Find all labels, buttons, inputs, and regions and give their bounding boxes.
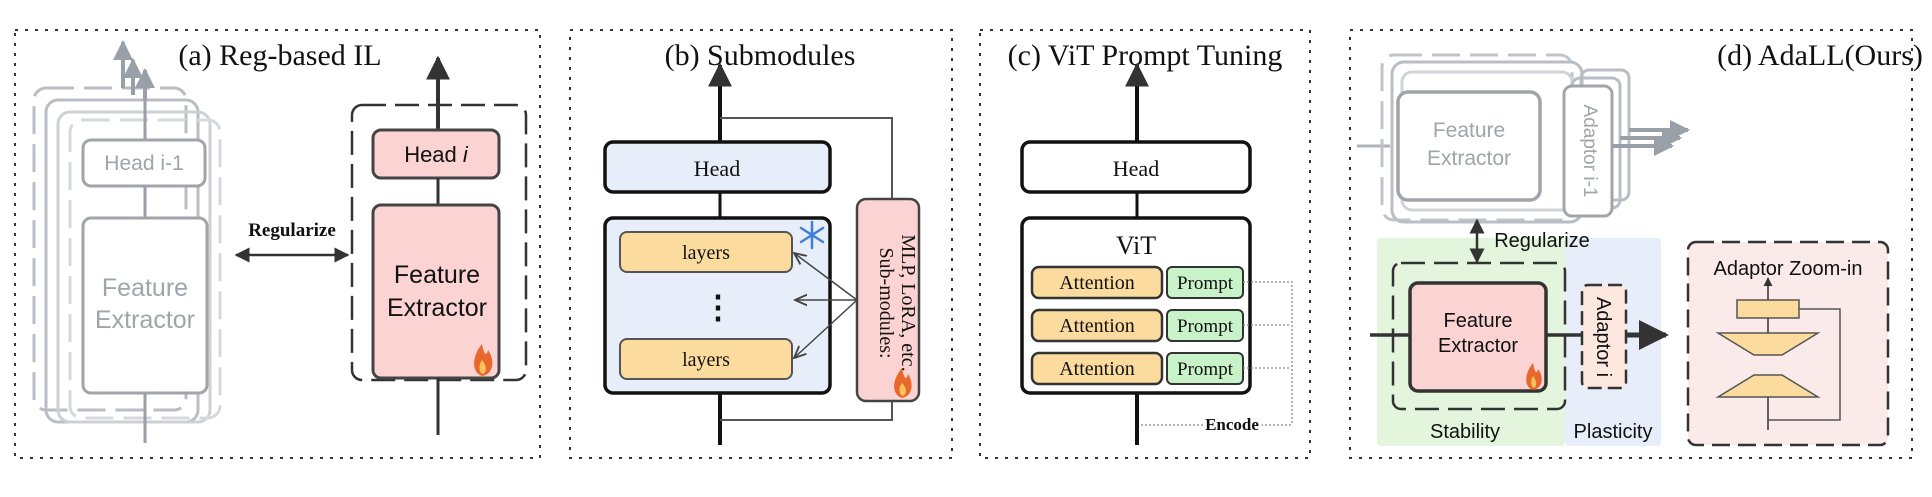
flame-icon (474, 344, 493, 376)
stability-label: Stability (1430, 421, 1500, 443)
ghost-previous-models: Head i-1 Feature Extractor (32, 40, 222, 443)
feature-extractor-box (371, 203, 501, 380)
ghost-extractor-label: Extractor (1427, 147, 1511, 170)
panel-c-border (979, 29, 1311, 459)
layer-label: layers (682, 349, 730, 371)
panel-b-border (569, 29, 953, 459)
attention-block (1030, 265, 1164, 300)
ellipsis: ⋮ (702, 289, 734, 325)
adaptor-skip-connection (1768, 308, 1841, 421)
ghost-extractor-box (1396, 90, 1542, 202)
flame-icon (894, 368, 912, 398)
flame-icon (1526, 363, 1542, 390)
ghost-head-label: Head i-1 (104, 152, 183, 175)
attention-label: Attention (1059, 272, 1135, 294)
panel-a-border (14, 29, 541, 459)
attention-block (1030, 308, 1164, 343)
attention-block (1030, 351, 1164, 386)
submodules-label: MLP, LoRA, etc. (897, 234, 919, 371)
ghost-extractor-label: Extractor (95, 306, 195, 334)
adaptor-output-layer (1736, 299, 1800, 319)
submodules-box (855, 197, 921, 403)
ghost-extractor-label: Feature (1433, 119, 1505, 142)
panel-d-border (1349, 29, 1913, 459)
ghost-adaptor-box (1562, 84, 1614, 218)
panel-b: (b) Submodules Head layers ⋮ layers Sub-… (569, 29, 953, 459)
feature-extractor-label: Feature (394, 261, 480, 289)
feature-extractor-label: Feature (1444, 310, 1513, 332)
layer-box-top (619, 231, 793, 273)
head-i-box (371, 128, 501, 180)
regularize-label: Regularize (248, 220, 336, 241)
inject-arrow (794, 253, 858, 301)
head-i-label: Head i (404, 142, 469, 167)
inject-arrow (794, 299, 858, 358)
panel-a-title: (a) Reg-based IL (178, 39, 381, 72)
plasticity-label: Plasticity (1574, 421, 1653, 443)
vit-label: ViT (1116, 231, 1156, 260)
snowflake-icon (799, 220, 825, 250)
encode-label: Encode (1205, 415, 1259, 434)
panel-b-title: (b) Submodules (665, 39, 856, 72)
feature-extractor-box (1408, 281, 1548, 393)
layer-label: layers (682, 242, 730, 264)
prompt-label: Prompt (1177, 273, 1234, 294)
submodules-label: Sub-modules: (875, 247, 897, 358)
ghost-extractor-label: Feature (102, 274, 188, 302)
ghost-previous-models: Feature Extractor Adaptor i-1 (1357, 53, 1690, 224)
down-projection (1715, 332, 1821, 356)
feature-extractor-label: Extractor (1438, 335, 1518, 357)
panel-a: (a) Reg-based IL Head i-1 Feature Extrac… (14, 29, 541, 459)
feature-extractor-label: Extractor (387, 294, 487, 322)
regularize-label: Regularize (1494, 230, 1590, 252)
panel-d: (d) AdaLL(Ours) Stability Plasticity Fea… (1349, 29, 1923, 459)
prompt-label: Prompt (1177, 359, 1234, 380)
layer-box-bottom (619, 338, 793, 380)
attention-label: Attention (1059, 315, 1135, 337)
panel-d-title: (d) AdaLL(Ours) (1717, 39, 1923, 72)
prompt-label: Prompt (1177, 316, 1234, 337)
panel-c: (c) ViT Prompt Tuning Head ViT Attention… (979, 29, 1311, 459)
head-label: Head (1113, 156, 1159, 181)
panel-c-title: (c) ViT Prompt Tuning (1008, 39, 1283, 72)
adaptor-zoom-title: Adaptor Zoom-in (1714, 258, 1863, 280)
attention-label: Attention (1059, 358, 1135, 380)
head-label: Head (694, 156, 740, 181)
head-box (603, 140, 832, 194)
adaptor-label: Adaptor i (1592, 297, 1614, 377)
up-projection (1715, 374, 1821, 398)
encode-connector (1137, 281, 1293, 426)
ghost-adaptor-label: Adaptor i-1 (1579, 105, 1600, 198)
